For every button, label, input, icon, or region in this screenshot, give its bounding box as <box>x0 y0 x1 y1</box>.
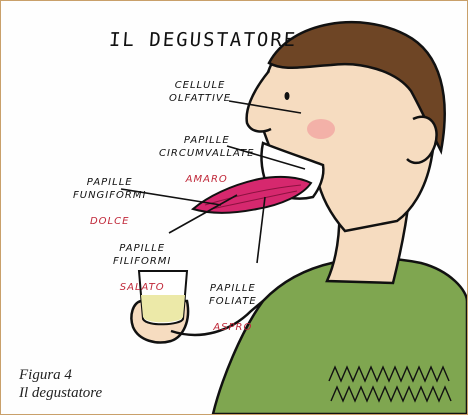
figure-caption: Figura 4 Il degustatore <box>19 366 102 402</box>
eye <box>285 92 290 100</box>
label-papille-circumvallate-text: PAPILLE CIRCUMVALLATE <box>159 135 255 159</box>
figure-title: IL DEGUSTATORE <box>108 29 298 51</box>
label-papille-filiformi: PAPILLE FILIFORMI SALATO <box>113 229 171 294</box>
label-aspro: ASPRO <box>213 322 252 333</box>
cheek-blush <box>307 119 335 139</box>
wine <box>141 295 185 322</box>
label-salato: SALATO <box>120 282 165 293</box>
label-papille-foliate: PAPILLE FOLIATE ASPRO <box>209 269 257 334</box>
label-papille-circumvallate: PAPILLE CIRCUMVALLATE AMARO <box>159 121 255 186</box>
label-papille-fungiformi: PAPILLE FUNGIFORMI DOLCE <box>73 163 146 228</box>
label-papille-foliate-text: PAPILLE FOLIATE <box>209 283 257 307</box>
label-papille-filiformi-text: PAPILLE FILIFORMI <box>113 243 171 267</box>
label-papille-fungiformi-text: PAPILLE FUNGIFORMI <box>73 177 146 201</box>
label-amaro: AMARO <box>186 174 228 185</box>
label-cellule-olfattive: CELLULE OLFATTIVE <box>169 79 231 105</box>
label-dolce: DOLCE <box>90 216 129 227</box>
